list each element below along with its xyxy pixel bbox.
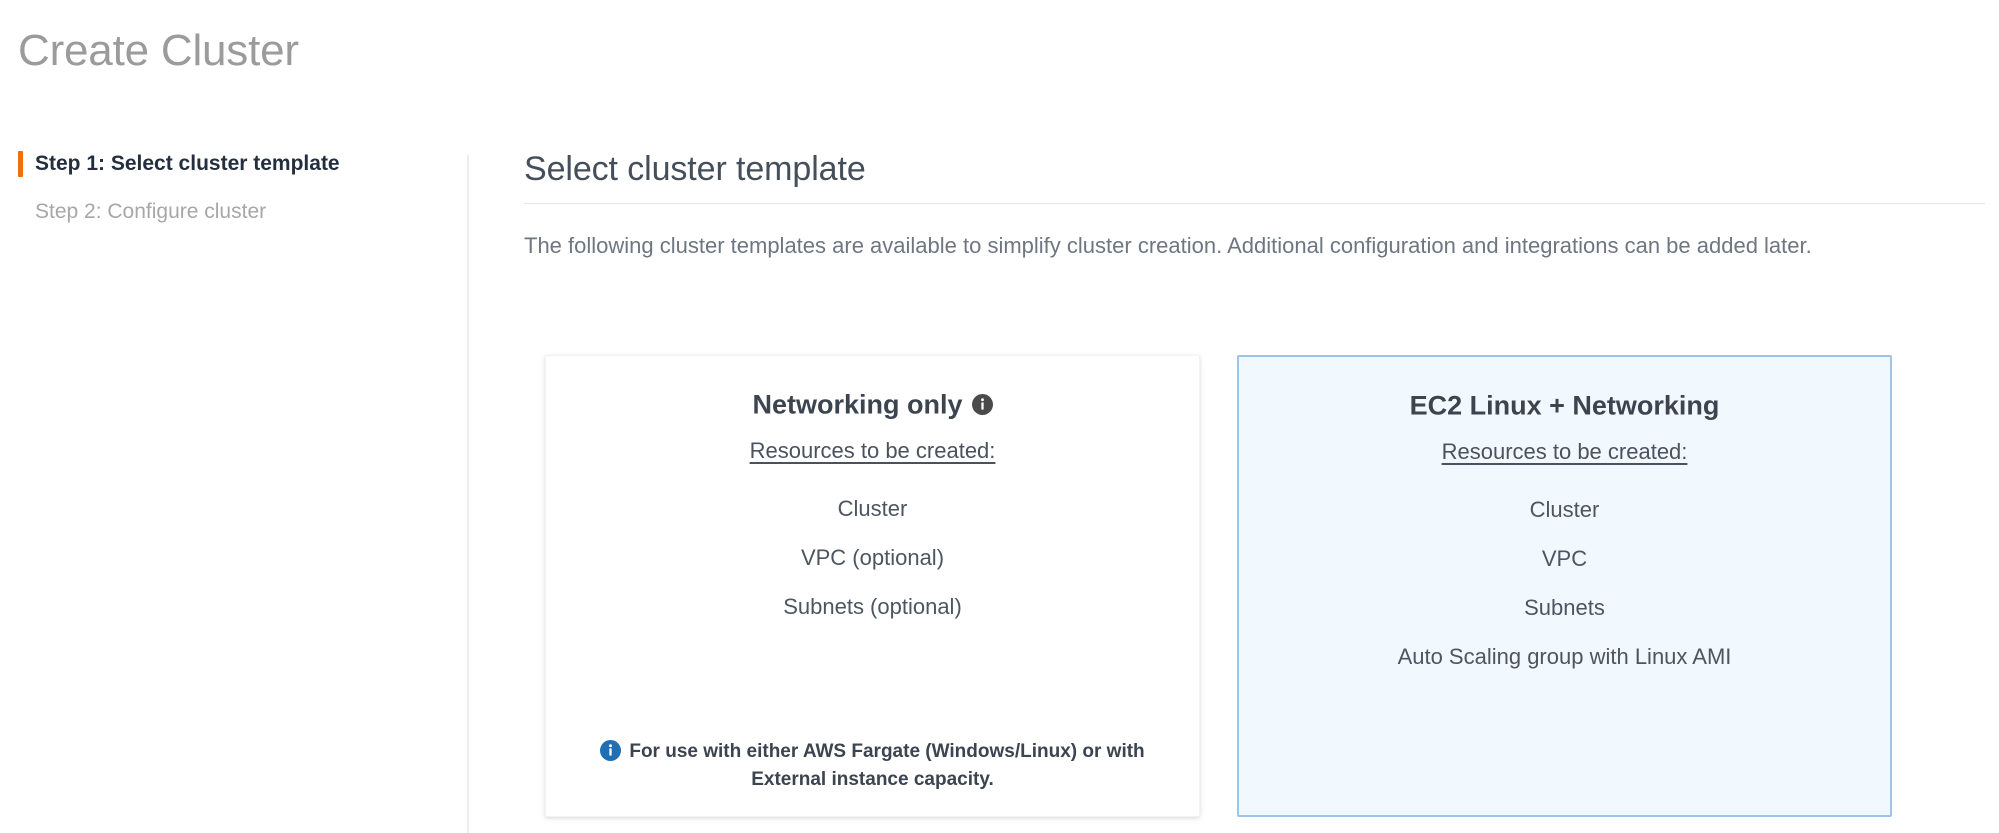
card-title-ec2-linux-networking: EC2 Linux + Networking bbox=[1263, 387, 1866, 423]
resource-item: VPC (optional) bbox=[800, 545, 945, 571]
resource-item: VPC bbox=[1541, 546, 1588, 572]
sidebar-step-1-label: Step 1: Select cluster template bbox=[35, 152, 340, 175]
template-card-networking-only[interactable]: Networking only Resources to be created:… bbox=[545, 355, 1200, 817]
info-icon bbox=[600, 740, 622, 761]
card-footnote-networking-only: For use with either AWS Fargate (Windows… bbox=[570, 712, 1175, 794]
card-title-text: Networking only bbox=[752, 389, 963, 420]
sidebar-step-2-label: Step 2: Configure cluster bbox=[35, 200, 267, 223]
card-subtitle-networking-only: Resources to be created: bbox=[749, 438, 996, 464]
template-card-ec2-linux-networking[interactable]: EC2 Linux + Networking Resources to be c… bbox=[1237, 355, 1892, 817]
sidebar-divider bbox=[467, 155, 469, 833]
sidebar-step-2[interactable]: Step 2: Configure cluster bbox=[18, 198, 266, 226]
resource-list-networking-only: Cluster VPC (optional) Subnets (optional… bbox=[570, 484, 1175, 631]
section-divider bbox=[524, 203, 1985, 205]
card-title-networking-only: Networking only bbox=[570, 386, 1175, 422]
info-icon[interactable] bbox=[971, 389, 993, 415]
resource-item: Subnets bbox=[1524, 595, 1605, 621]
sidebar-step-1[interactable]: Step 1: Select cluster template bbox=[18, 150, 340, 178]
section-title: Select cluster template bbox=[524, 150, 866, 188]
resource-item: Auto Scaling group with Linux AMI bbox=[1397, 644, 1732, 670]
template-cards-row: Networking only Resources to be created:… bbox=[545, 355, 1892, 817]
card-title-text: EC2 Linux + Networking bbox=[1409, 390, 1720, 421]
resource-item: Cluster bbox=[1529, 497, 1600, 523]
resource-list-ec2-linux-networking: Cluster VPC Subnets Auto Scaling group w… bbox=[1263, 485, 1866, 681]
card-footnote-text: For use with either AWS Fargate (Windows… bbox=[629, 741, 1145, 790]
resource-item: Subnets (optional) bbox=[783, 594, 962, 620]
resource-item: Cluster bbox=[837, 496, 908, 522]
card-subtitle-ec2-linux-networking: Resources to be created: bbox=[1441, 439, 1688, 465]
active-step-marker bbox=[18, 151, 23, 177]
inactive-step-marker bbox=[18, 199, 23, 225]
page-title: Create Cluster bbox=[18, 26, 299, 75]
section-description: The following cluster templates are avai… bbox=[524, 233, 1812, 259]
wizard-sidebar: Step 1: Select cluster template Step 2: … bbox=[0, 150, 468, 833]
main-content: Select cluster template The following cl… bbox=[524, 150, 1985, 287]
